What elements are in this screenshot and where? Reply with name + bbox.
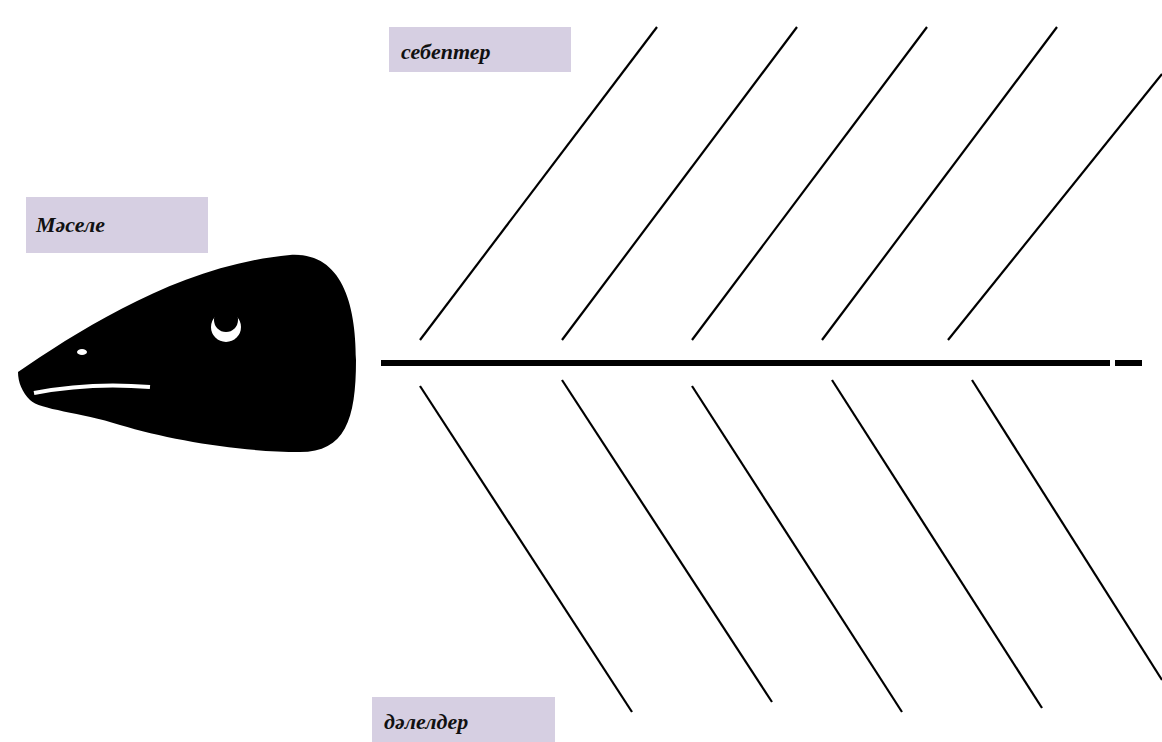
label-text: Мәселе <box>36 212 208 238</box>
bone-line <box>420 386 632 712</box>
spine-line <box>381 360 1110 366</box>
bone-line <box>420 27 657 340</box>
bone-line <box>562 380 772 702</box>
bone-line <box>692 27 927 340</box>
spine-line <box>1115 360 1142 366</box>
mouth-line <box>34 385 150 393</box>
label-box: себептер <box>389 27 571 72</box>
nostril <box>77 349 87 355</box>
lower-bones <box>420 380 1162 712</box>
label-text: себептер <box>401 39 571 65</box>
upper-bones <box>420 27 1162 340</box>
bone-line <box>822 27 1057 340</box>
bone-line <box>832 380 1042 708</box>
bone-line <box>562 27 797 340</box>
bone-line <box>692 386 902 712</box>
label-text: дәлелдер <box>384 709 555 735</box>
bone-line <box>948 74 1162 340</box>
eye-shadow <box>214 308 238 332</box>
label-box: Мәселе <box>26 197 208 253</box>
head-shape <box>18 255 356 452</box>
bone-line <box>972 380 1162 680</box>
fish-head <box>18 255 356 452</box>
label-box: дәлелдер <box>372 697 555 742</box>
